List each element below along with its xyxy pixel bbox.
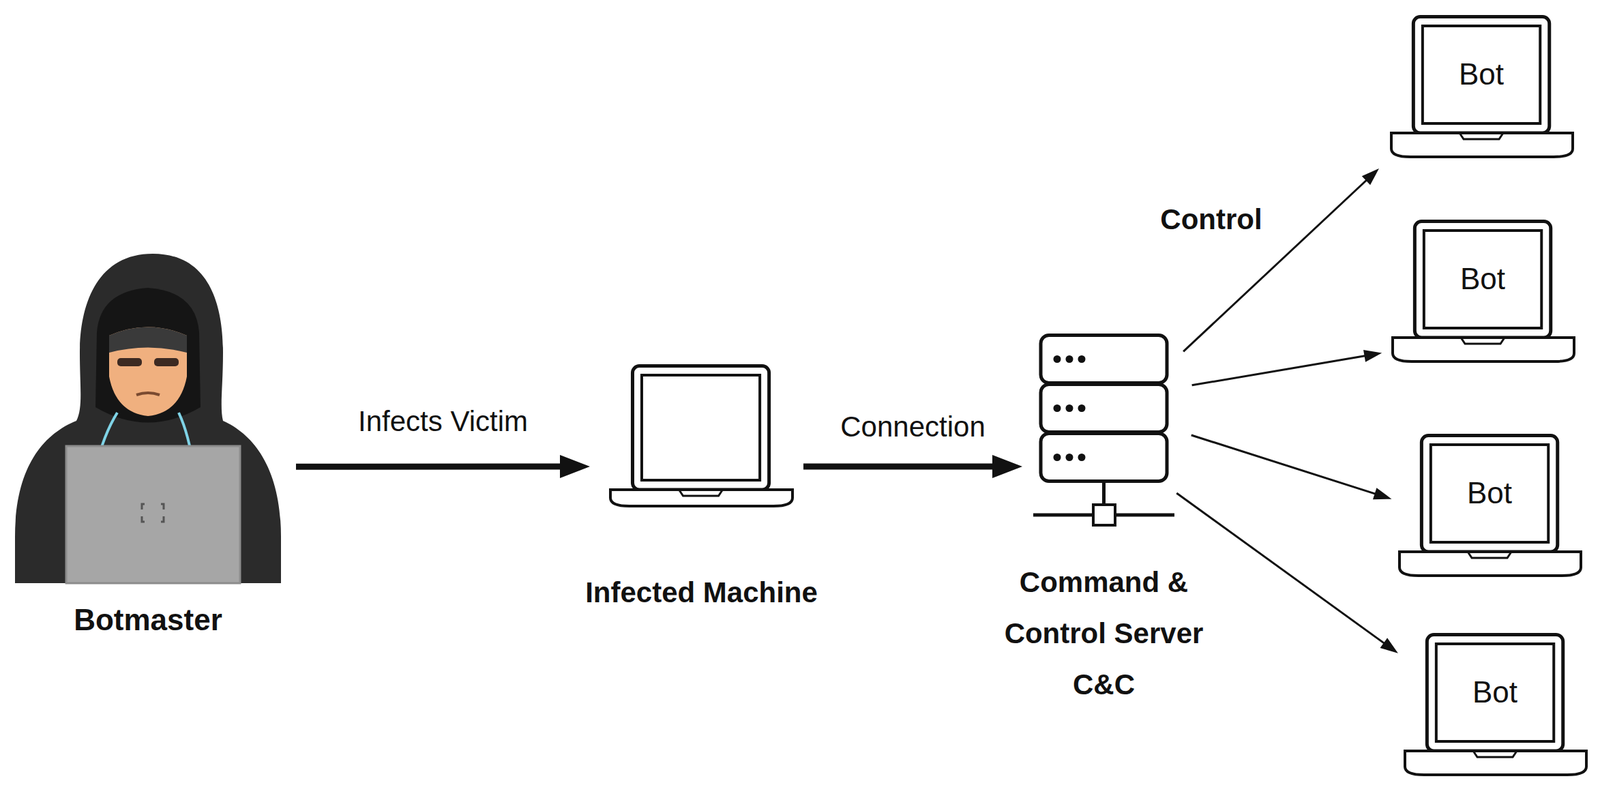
screen-label: Bot bbox=[1436, 643, 1554, 742]
bot-node: Bot bbox=[1391, 219, 1576, 363]
screen-label: Bot bbox=[1424, 230, 1542, 329]
edge-label: Connection bbox=[840, 410, 985, 444]
server-outline bbox=[1033, 333, 1175, 537]
arrow-line bbox=[1191, 435, 1379, 495]
bot-node: Bot bbox=[1389, 15, 1575, 159]
laptop-node: Infected Machine bbox=[609, 364, 794, 508]
bot-node: Bot bbox=[1398, 433, 1583, 577]
arrow-head bbox=[1363, 349, 1382, 363]
arrow-line bbox=[1192, 355, 1369, 386]
screen-label: Bot bbox=[1422, 25, 1540, 124]
node-label: Infected Machine bbox=[524, 575, 880, 610]
arrow-line bbox=[803, 463, 999, 470]
arrow-connector bbox=[803, 454, 1023, 479]
edge-label: Infects Victim bbox=[358, 405, 528, 438]
node-label: Command & Control Server C&C bbox=[988, 556, 1221, 710]
arrow-head bbox=[1380, 637, 1399, 654]
arrow-connector bbox=[1176, 493, 1399, 654]
arrow-head bbox=[992, 454, 1023, 479]
arrow-connector bbox=[1183, 168, 1380, 352]
hacker-figure bbox=[15, 250, 281, 584]
arrow-line bbox=[1176, 493, 1387, 646]
arrow-head bbox=[1361, 168, 1380, 185]
arrow-connector bbox=[295, 454, 590, 479]
laptop-outline bbox=[609, 364, 794, 508]
node-label: Botmaster bbox=[4, 602, 292, 639]
server-node: Command & Control Server C&C bbox=[1033, 333, 1175, 537]
arrow-connector bbox=[1191, 435, 1392, 500]
arrow-line bbox=[295, 463, 567, 470]
arrow-head bbox=[559, 454, 590, 479]
actor-node: Botmaster bbox=[15, 250, 281, 584]
bot-node: Bot bbox=[1403, 632, 1588, 777]
free-label: Control bbox=[1160, 203, 1262, 236]
screen-label: Bot bbox=[1430, 444, 1549, 543]
arrow-head bbox=[1372, 487, 1392, 500]
arrow-connector bbox=[1192, 349, 1383, 386]
